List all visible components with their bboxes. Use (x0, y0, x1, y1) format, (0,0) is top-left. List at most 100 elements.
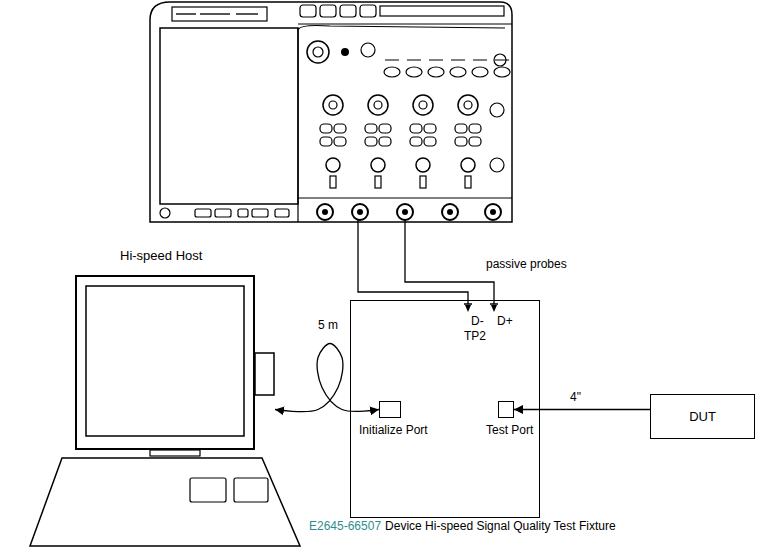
label-box: D- (471, 314, 484, 328)
port-connector: Initialize Port (379, 401, 401, 418)
panel-edge (298, 26, 512, 223)
bnc-pin (357, 209, 363, 215)
power-switch (160, 208, 170, 218)
host-heading: Hi-speed Host (120, 248, 202, 263)
scope-button (455, 124, 467, 133)
scope-knob (494, 54, 506, 66)
probe-cable (358, 220, 468, 304)
signal-name: D+ (497, 314, 513, 328)
scope-button (379, 124, 391, 133)
probe-tip (464, 303, 472, 305)
scope-knob (313, 47, 323, 57)
scope-knob-shaft (330, 176, 336, 188)
scope-button (424, 124, 436, 133)
bnc-pin (447, 209, 453, 215)
scope-knob (461, 158, 475, 172)
button-mark (429, 60, 443, 61)
scope-button (424, 137, 436, 146)
probe-cable (405, 220, 494, 304)
badge-mark (236, 13, 258, 15)
scope-knob (490, 158, 504, 172)
scope-knob (490, 103, 504, 117)
scope-knob (326, 158, 340, 172)
scope-button (340, 5, 356, 17)
cable-length: 4" (570, 390, 581, 404)
scope-screen (160, 28, 298, 204)
scope-button (472, 67, 488, 77)
button-mark (407, 60, 421, 61)
scope-button (360, 5, 376, 17)
scope-button (494, 67, 510, 77)
button-mark (495, 60, 509, 61)
monitor-frame (76, 276, 254, 449)
monitor-screen (86, 286, 244, 436)
device-box: DUT (650, 394, 755, 439)
disk-slot (380, 6, 504, 16)
scope-button (365, 137, 377, 146)
cable-length: 5 m (318, 318, 338, 332)
cable-connector (275, 344, 379, 412)
scope-button (410, 137, 422, 146)
scope-button (469, 124, 481, 133)
scope-knob-shaft (465, 176, 471, 188)
scope-body (150, 2, 512, 222)
monitor-side-box (255, 353, 274, 395)
bnc-pin (402, 209, 408, 215)
scope-knob-shaft (375, 176, 381, 188)
panel-edge (298, 24, 512, 25)
scope-knob (458, 95, 478, 115)
scope-knob-shaft (420, 176, 426, 188)
front-port (238, 209, 248, 217)
scope-button (334, 137, 346, 146)
probe-tip (465, 305, 471, 312)
scope-knob (361, 43, 375, 57)
edge-label-patch: 4" (568, 390, 583, 404)
front-port (252, 209, 268, 217)
bnc-connector (352, 204, 368, 220)
badge-mark (200, 13, 230, 15)
scope-button (428, 67, 444, 77)
scope-knob (464, 101, 472, 109)
scope-knob (307, 41, 329, 63)
part-number: E2645-66507 (309, 519, 381, 533)
scope-knob (419, 101, 427, 109)
scope-button (379, 137, 391, 146)
label-box: TP2 (464, 329, 486, 343)
label-box: passive probes (486, 257, 567, 271)
scope-badge (172, 7, 267, 21)
button-mark (451, 60, 465, 61)
scope-knob (374, 101, 382, 109)
keyboard (30, 458, 300, 546)
front-port (275, 209, 289, 217)
scope-knob (368, 95, 388, 115)
probe-tip (490, 303, 498, 305)
keyboard-key (234, 478, 268, 502)
button-mark (473, 60, 487, 61)
scope-knob (416, 158, 430, 172)
fixture-caption: E2645-66507 Device Hi-speed Signal Qualit… (309, 519, 629, 533)
device-label: DUT (689, 409, 716, 424)
computer-monitor: Hi-speed Host (75, 275, 275, 450)
scope-button (384, 67, 400, 77)
scope-led (341, 48, 349, 56)
scope-button (320, 5, 336, 17)
test-fixture: Initialize PortTest PortE2645-66507Devic… (350, 300, 540, 518)
probe-tip (491, 305, 497, 312)
scope-button (455, 137, 467, 146)
fixture-name: Device Hi-speed Signal Quality Test Fixt… (385, 519, 616, 533)
bnc-pin (490, 209, 496, 215)
probe-note: passive probes (486, 257, 567, 271)
bnc-connector (485, 204, 501, 220)
scope-button (410, 124, 422, 133)
scope-button (334, 124, 346, 133)
keyboard-key (190, 478, 226, 502)
button-mark (385, 60, 399, 61)
front-port (195, 209, 211, 217)
bnc-connector (442, 204, 458, 220)
scope-knob (371, 158, 385, 172)
bnc-pin (322, 209, 328, 215)
signal-name: D- (471, 314, 484, 328)
edge-label-patch: 5 m (316, 318, 340, 332)
